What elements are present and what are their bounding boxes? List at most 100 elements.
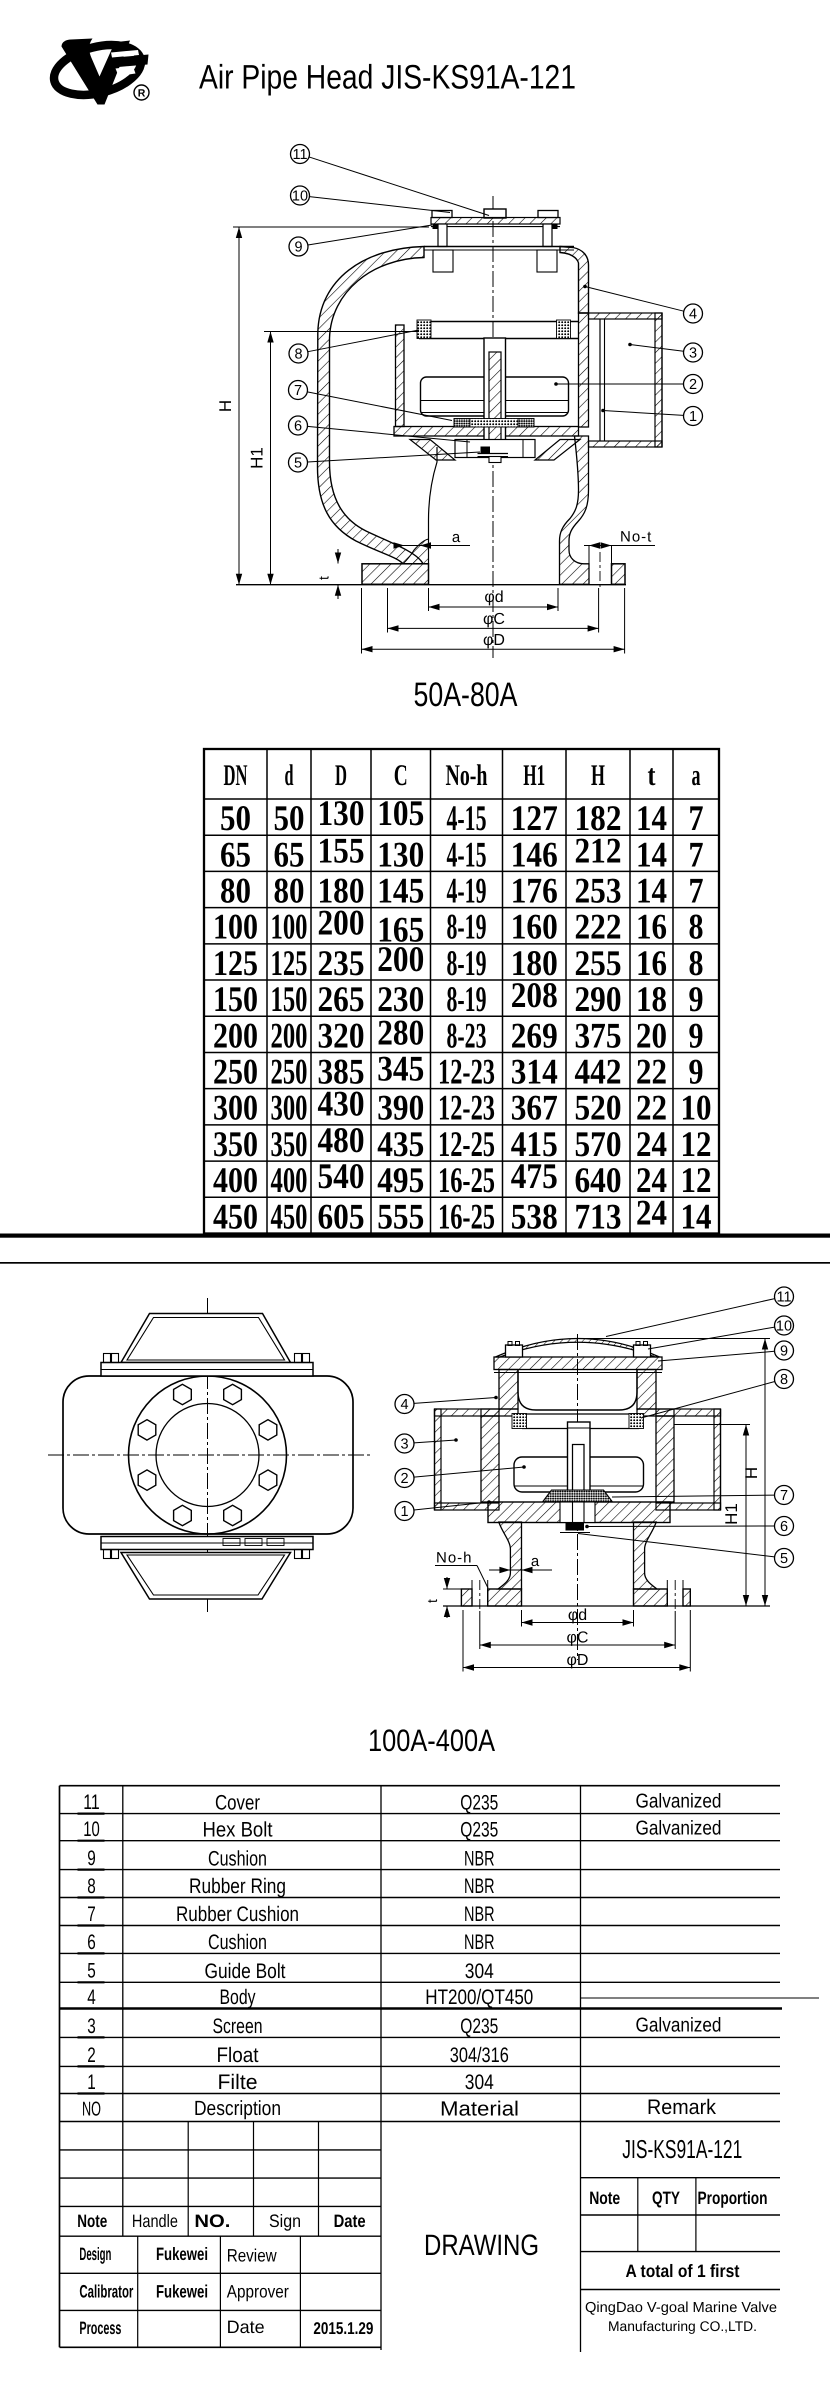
svg-text:H: H <box>742 1467 761 1479</box>
svg-text:255: 255 <box>575 943 622 983</box>
svg-text:NBR: NBR <box>464 1875 495 1898</box>
svg-text:125: 125 <box>213 943 258 983</box>
svg-text:Galvanized: Galvanized <box>636 2014 722 2036</box>
svg-text:12-25: 12-25 <box>438 1124 495 1164</box>
svg-text:65: 65 <box>220 834 251 874</box>
svg-text:435: 435 <box>377 1124 424 1164</box>
svg-text:7: 7 <box>689 870 704 910</box>
svg-text:8: 8 <box>87 1875 96 1898</box>
svg-text:Cushion: Cushion <box>208 1847 267 1870</box>
svg-text:Galvanized: Galvanized <box>636 1791 722 1813</box>
svg-text:C: C <box>394 759 408 792</box>
svg-text:5: 5 <box>294 456 302 472</box>
svg-text:20: 20 <box>636 1015 667 1055</box>
svg-text:520: 520 <box>575 1088 622 1128</box>
svg-text:7: 7 <box>689 798 704 838</box>
svg-text:9: 9 <box>294 240 302 256</box>
svg-text:4: 4 <box>689 307 697 323</box>
svg-text:8: 8 <box>689 943 704 983</box>
svg-text:4-19: 4-19 <box>447 870 487 910</box>
svg-text:4-15: 4-15 <box>447 798 487 838</box>
svg-text:Proportion: Proportion <box>698 2188 768 2208</box>
svg-text:9: 9 <box>689 979 704 1019</box>
svg-text:a: a <box>692 759 701 792</box>
svg-text:QTY: QTY <box>652 2188 680 2208</box>
svg-text:200: 200 <box>318 903 365 943</box>
svg-text:Rubber Ring: Rubber Ring <box>189 1875 286 1898</box>
svg-text:1: 1 <box>87 2071 96 2094</box>
svg-text:Body: Body <box>220 1986 256 2009</box>
svg-text:100: 100 <box>213 907 258 947</box>
svg-text:Q235: Q235 <box>460 1791 498 1814</box>
svg-text:235: 235 <box>318 943 365 983</box>
svg-text:φd: φd <box>484 589 503 606</box>
svg-text:φD: φD <box>483 632 505 649</box>
svg-text:Hex Bolt: Hex Bolt <box>203 1818 273 1841</box>
svg-text:No-h: No-h <box>436 1550 473 1567</box>
svg-text:Cushion: Cushion <box>208 1931 267 1954</box>
svg-text:12: 12 <box>681 1124 712 1164</box>
svg-text:212: 212 <box>575 830 622 870</box>
svg-text:150: 150 <box>271 979 308 1019</box>
svg-text:7: 7 <box>780 1488 788 1504</box>
svg-text:65: 65 <box>274 834 305 874</box>
svg-text:390: 390 <box>377 1088 424 1128</box>
svg-text:R: R <box>138 88 146 100</box>
svg-text:A total of 1 first: A total of 1 first <box>626 2261 740 2281</box>
svg-text:555: 555 <box>377 1196 424 1236</box>
svg-text:100: 100 <box>271 907 308 947</box>
svg-text:2: 2 <box>689 377 697 393</box>
svg-text:DRAWING: DRAWING <box>424 2229 539 2262</box>
svg-text:2015.1.29: 2015.1.29 <box>313 2319 373 2338</box>
svg-text:304: 304 <box>465 1960 494 1983</box>
svg-text:450: 450 <box>271 1196 308 1236</box>
svg-text:10: 10 <box>292 189 308 205</box>
svg-text:16-25: 16-25 <box>438 1160 495 1200</box>
svg-text:4: 4 <box>400 1397 408 1413</box>
svg-text:Review: Review <box>227 2246 278 2266</box>
svg-text:538: 538 <box>511 1196 558 1236</box>
svg-text:NBR: NBR <box>464 1903 495 1926</box>
svg-text:304/316: 304/316 <box>450 2044 509 2067</box>
svg-text:φC: φC <box>483 611 505 628</box>
svg-text:1: 1 <box>400 1504 408 1520</box>
svg-text:16-25: 16-25 <box>438 1196 495 1236</box>
svg-text:12-23: 12-23 <box>438 1088 495 1128</box>
svg-text:Calibrator: Calibrator <box>79 2282 133 2302</box>
svg-text:3: 3 <box>400 1437 408 1453</box>
svg-text:50A-80A: 50A-80A <box>414 676 518 714</box>
svg-text:250: 250 <box>271 1052 308 1092</box>
svg-text:176: 176 <box>511 870 558 910</box>
svg-text:8: 8 <box>689 907 704 947</box>
svg-text:12: 12 <box>681 1160 712 1200</box>
svg-text:50: 50 <box>274 798 305 838</box>
svg-text:9: 9 <box>689 1052 704 1092</box>
svg-text:9: 9 <box>87 1847 96 1870</box>
svg-text:Process: Process <box>79 2318 121 2338</box>
svg-text:50: 50 <box>220 798 251 838</box>
svg-text:24: 24 <box>636 1124 667 1164</box>
svg-text:125: 125 <box>271 943 308 983</box>
svg-text:640: 640 <box>575 1160 622 1200</box>
svg-text:14: 14 <box>681 1196 712 1236</box>
svg-text:605: 605 <box>318 1196 365 1236</box>
svg-text:540: 540 <box>318 1156 365 1196</box>
svg-text:Air Pipe Head JIS-KS91A-121: Air Pipe Head JIS-KS91A-121 <box>199 59 576 97</box>
svg-text:265: 265 <box>318 979 365 1019</box>
svg-text:7: 7 <box>689 834 704 874</box>
svg-text:145: 145 <box>377 870 424 910</box>
svg-text:d: d <box>285 759 294 792</box>
svg-text:6: 6 <box>87 1931 96 1954</box>
svg-text:φD: φD <box>567 1652 589 1669</box>
svg-text:8-23: 8-23 <box>447 1015 487 1055</box>
svg-text:222: 222 <box>575 907 622 947</box>
svg-text:8: 8 <box>294 347 302 363</box>
svg-text:3: 3 <box>689 346 697 362</box>
svg-text:230: 230 <box>377 979 424 1019</box>
svg-text:9: 9 <box>780 1344 788 1360</box>
svg-text:11: 11 <box>292 147 307 163</box>
svg-text:DN: DN <box>224 759 248 792</box>
svg-text:H1: H1 <box>722 1503 741 1525</box>
svg-text:180: 180 <box>318 870 365 910</box>
svg-text:24: 24 <box>636 1160 667 1200</box>
